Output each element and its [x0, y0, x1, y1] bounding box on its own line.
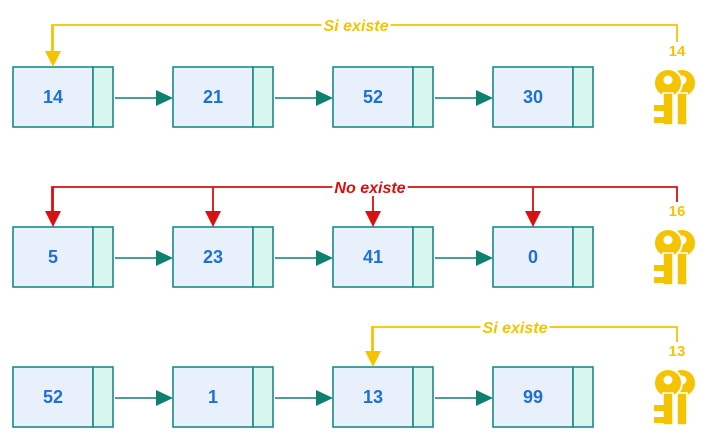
node-pointer-box: [412, 366, 434, 428]
list-node: 1: [172, 366, 274, 428]
key-icon: [653, 68, 697, 126]
list-node: 21: [172, 66, 274, 128]
list-node: 0: [492, 226, 594, 288]
list-node: 13: [332, 366, 434, 428]
link-arrowhead: [316, 250, 333, 266]
node-value: 99: [523, 387, 543, 407]
node-pointer-box: [92, 66, 114, 128]
node-pointer-box: [252, 226, 274, 288]
node-pointer-box: [572, 66, 594, 128]
list-row-2: 5 23 41 0 No existe 16: [12, 178, 697, 288]
node-pointer-box: [572, 366, 594, 428]
list-node: 5: [12, 226, 114, 288]
node-value-box: [492, 366, 574, 428]
search-key-value: 14: [669, 43, 686, 60]
node-value: 52: [363, 87, 383, 107]
node-value: 13: [363, 387, 383, 407]
node-pointer-box: [572, 226, 594, 288]
node-value: 30: [523, 87, 543, 107]
node-value-box: [172, 66, 254, 128]
node-value-box: [12, 366, 94, 428]
search-arrowhead: [45, 51, 61, 67]
link-arrowhead: [316, 390, 333, 406]
node-value-box: [172, 366, 254, 428]
node-value: 1: [208, 387, 218, 407]
list-node: 30: [492, 66, 594, 128]
search-arrowhead: [525, 211, 541, 227]
search-status-label: Si existe: [324, 18, 389, 35]
search-key-value: 13: [669, 343, 686, 360]
node-value-box: [12, 226, 94, 288]
list-node: 52: [332, 66, 434, 128]
status-label-bg: [321, 16, 391, 34]
search-status-label: Si existe: [483, 320, 548, 337]
list-node: 41: [332, 226, 434, 288]
node-value-box: [332, 66, 414, 128]
node-value: 0: [528, 247, 538, 267]
node-pointer-box: [412, 66, 434, 128]
list-node: 99: [492, 366, 594, 428]
link-arrowhead: [476, 250, 493, 266]
list-row-3: 52 1 13 99 Si existe 13: [12, 318, 697, 428]
link-arrowhead: [156, 250, 173, 266]
key-icon: [653, 368, 697, 426]
node-value: 23: [203, 247, 223, 267]
status-label-bg: [480, 318, 550, 336]
link-arrowhead: [156, 90, 173, 106]
node-value: 14: [43, 87, 63, 107]
node-value: 5: [48, 247, 58, 267]
search-key-value: 16: [669, 203, 686, 220]
node-value: 21: [203, 87, 223, 107]
node-pointer-box: [412, 226, 434, 288]
link-arrowhead: [476, 390, 493, 406]
status-label-bg: [332, 178, 408, 196]
key-icon: [653, 228, 697, 286]
list-node: 52: [12, 366, 114, 428]
link-arrowhead: [316, 90, 333, 106]
node-value: 41: [363, 247, 383, 267]
node-value: 52: [43, 387, 63, 407]
search-arrowhead: [45, 211, 61, 227]
node-value-box: [12, 66, 94, 128]
list-row-1: 14 21 52 30 Si existe 14: [12, 16, 697, 128]
node-value-box: [332, 366, 414, 428]
link-arrowhead: [156, 390, 173, 406]
node-pointer-box: [92, 226, 114, 288]
search-status-label: No existe: [334, 180, 405, 197]
node-value-box: [492, 226, 574, 288]
link-arrowhead: [476, 90, 493, 106]
search-arrowhead: [365, 351, 381, 367]
search-arrowhead: [205, 211, 221, 227]
node-value-box: [492, 66, 574, 128]
list-node: 23: [172, 226, 274, 288]
node-pointer-box: [252, 366, 274, 428]
search-arrowhead: [365, 211, 381, 227]
list-node: 14: [12, 66, 114, 128]
node-pointer-box: [92, 366, 114, 428]
node-pointer-box: [252, 66, 274, 128]
